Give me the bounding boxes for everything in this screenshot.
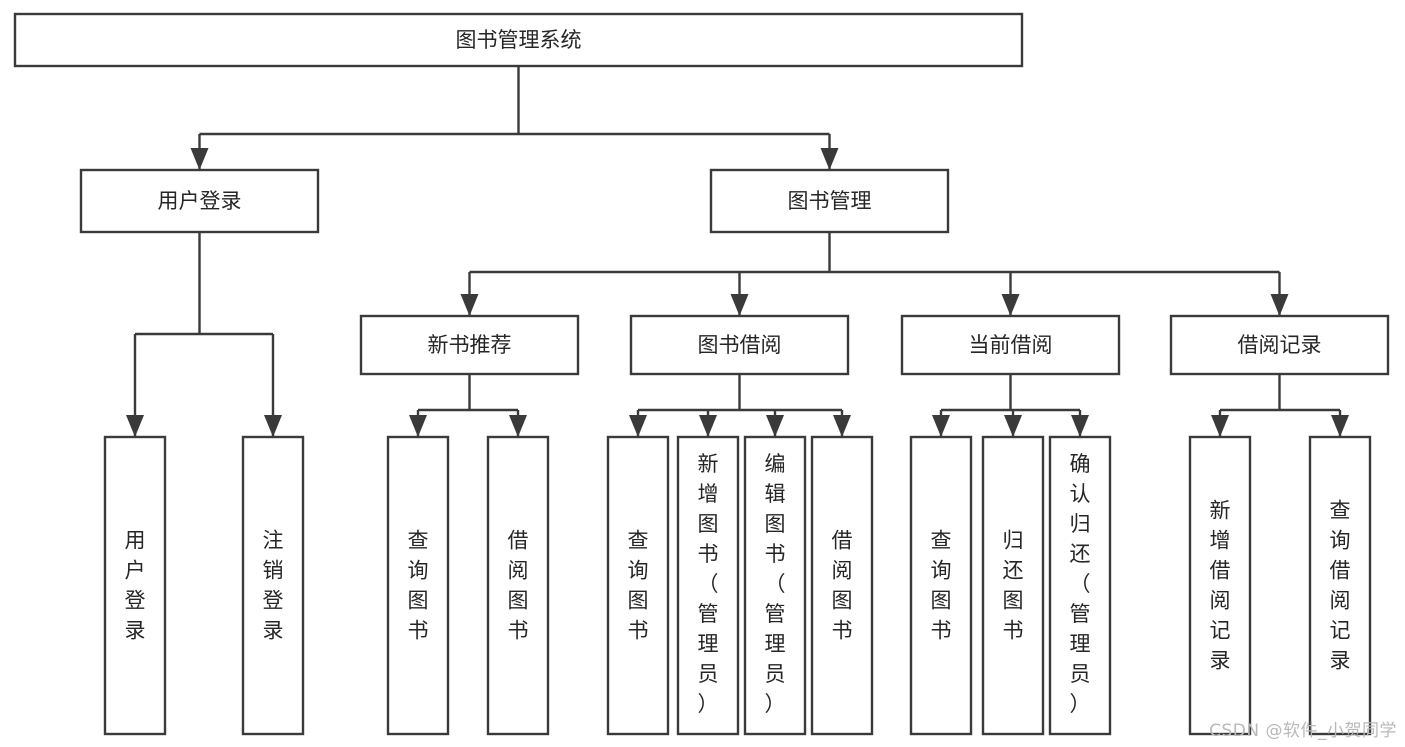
node-leaf-2[interactable]: 查询图书 xyxy=(386,435,450,736)
edge-l3-2-arrowhead-2 xyxy=(1071,415,1089,437)
node-level2-0-label: 用户登录 xyxy=(158,189,242,213)
node-leaf-12-box[interactable] xyxy=(1308,435,1372,736)
node-leaf-0-label: 用户登录 xyxy=(125,529,146,643)
edge-l3-3-arrowhead-0 xyxy=(1211,415,1229,437)
node-leaf-1-label: 注销登录 xyxy=(263,529,284,643)
edge-l3-2-arrowhead-1 xyxy=(1004,415,1022,437)
edge-bookmgmt-arrowhead-0 xyxy=(460,294,479,316)
node-leaf-8-label: 查询图书 xyxy=(931,529,952,643)
node-level2-0-box[interactable] xyxy=(79,168,320,234)
node-leaf-1-box[interactable] xyxy=(241,435,305,736)
node-leaf-6[interactable]: 编辑图书（管理员） xyxy=(743,435,807,736)
node-leaf-1[interactable]: 注销登录 xyxy=(241,435,305,736)
node-level3-0-label: 新书推荐 xyxy=(428,333,512,357)
node-leaf-11[interactable]: 新增借阅记录 xyxy=(1188,435,1252,736)
node-leaf-9-box[interactable] xyxy=(981,435,1045,736)
node-leaf-7-box[interactable] xyxy=(810,435,874,736)
node-level3-1-box[interactable] xyxy=(629,314,850,376)
edge-root-arrowhead-1 xyxy=(820,148,839,170)
node-level3-0-box[interactable] xyxy=(359,314,580,376)
node-leaf-10-label: 确认归还（管理员） xyxy=(1070,452,1091,716)
node-leaf-3-label: 借阅图书 xyxy=(508,529,529,643)
node-leaf-6-box[interactable] xyxy=(743,435,807,736)
edges-layer xyxy=(126,66,1349,437)
edge-l3-1-arrowhead-3 xyxy=(833,415,851,437)
node-level3-2-box[interactable] xyxy=(900,314,1121,376)
node-level3-3[interactable]: 借阅记录 xyxy=(1169,314,1390,376)
node-root[interactable]: 图书管理系统 xyxy=(13,12,1024,68)
edge-bookmgmt-arrowhead-3 xyxy=(1270,294,1289,316)
node-leaf-7-label: 借阅图书 xyxy=(832,529,853,643)
node-leaf-0[interactable]: 用户登录 xyxy=(103,435,167,736)
node-leaf-12-label: 查询借阅记录 xyxy=(1330,499,1351,673)
edge-root-arrowhead-0 xyxy=(190,148,209,170)
edge-bookmgmt-arrowhead-2 xyxy=(1001,294,1020,316)
node-leaf-10-box[interactable] xyxy=(1048,435,1112,736)
edge-userlogin-arrowhead-1 xyxy=(264,415,282,437)
node-leaf-9[interactable]: 归还图书 xyxy=(981,435,1045,736)
node-level3-1-label: 图书借阅 xyxy=(698,333,782,357)
edge-userlogin-arrowhead-0 xyxy=(126,415,144,437)
edge-l3-0-arrowhead-1 xyxy=(509,415,527,437)
node-leaf-8[interactable]: 查询图书 xyxy=(909,435,973,736)
node-leaf-2-box[interactable] xyxy=(386,435,450,736)
node-leaf-5[interactable]: 新增图书（管理员） xyxy=(676,435,740,736)
node-leaf-3-box[interactable] xyxy=(486,435,550,736)
edge-l3-1-arrowhead-1 xyxy=(699,415,717,437)
node-leaf-10[interactable]: 确认归还（管理员） xyxy=(1048,435,1112,736)
edge-bookmgmt-arrowhead-1 xyxy=(730,294,749,316)
node-leaf-5-box[interactable] xyxy=(676,435,740,736)
node-leaf-6-label: 编辑图书（管理员） xyxy=(765,452,786,716)
node-level3-2[interactable]: 当前借阅 xyxy=(900,314,1121,376)
node-root-box[interactable] xyxy=(13,12,1024,68)
edge-l3-1-arrowhead-2 xyxy=(766,415,784,437)
node-level2-1-box[interactable] xyxy=(709,168,950,234)
node-leaf-0-box[interactable] xyxy=(103,435,167,736)
node-level2-1[interactable]: 图书管理 xyxy=(709,168,950,234)
node-leaf-5-label: 新增图书（管理员） xyxy=(698,452,719,716)
node-level3-3-label: 借阅记录 xyxy=(1238,333,1322,357)
node-level3-0[interactable]: 新书推荐 xyxy=(359,314,580,376)
node-level3-1[interactable]: 图书借阅 xyxy=(629,314,850,376)
node-leaf-11-label: 新增借阅记录 xyxy=(1210,499,1231,673)
node-leaf-3[interactable]: 借阅图书 xyxy=(486,435,550,736)
node-level3-3-box[interactable] xyxy=(1169,314,1390,376)
node-leaf-4-box[interactable] xyxy=(606,435,670,736)
node-leaf-9-label: 归还图书 xyxy=(1003,529,1024,643)
node-leaf-2-label: 查询图书 xyxy=(408,529,429,643)
node-level2-0[interactable]: 用户登录 xyxy=(79,168,320,234)
node-leaf-4-label: 查询图书 xyxy=(628,529,649,643)
node-leaf-7[interactable]: 借阅图书 xyxy=(810,435,874,736)
node-root-label: 图书管理系统 xyxy=(456,28,582,52)
node-leaf-4[interactable]: 查询图书 xyxy=(606,435,670,736)
edge-l3-2-arrowhead-0 xyxy=(932,415,950,437)
edge-l3-3-arrowhead-1 xyxy=(1331,415,1349,437)
edge-l3-1-arrowhead-0 xyxy=(629,415,647,437)
node-level3-2-label: 当前借阅 xyxy=(969,333,1053,357)
node-leaf-8-box[interactable] xyxy=(909,435,973,736)
node-leaf-12[interactable]: 查询借阅记录 xyxy=(1308,435,1372,736)
node-leaf-11-box[interactable] xyxy=(1188,435,1252,736)
node-level2-1-label: 图书管理 xyxy=(788,189,872,213)
edge-l3-0-arrowhead-0 xyxy=(409,415,427,437)
nodes-layer: 图书管理系统用户登录图书管理新书推荐图书借阅当前借阅借阅记录用户登录注销登录查询… xyxy=(13,12,1390,736)
